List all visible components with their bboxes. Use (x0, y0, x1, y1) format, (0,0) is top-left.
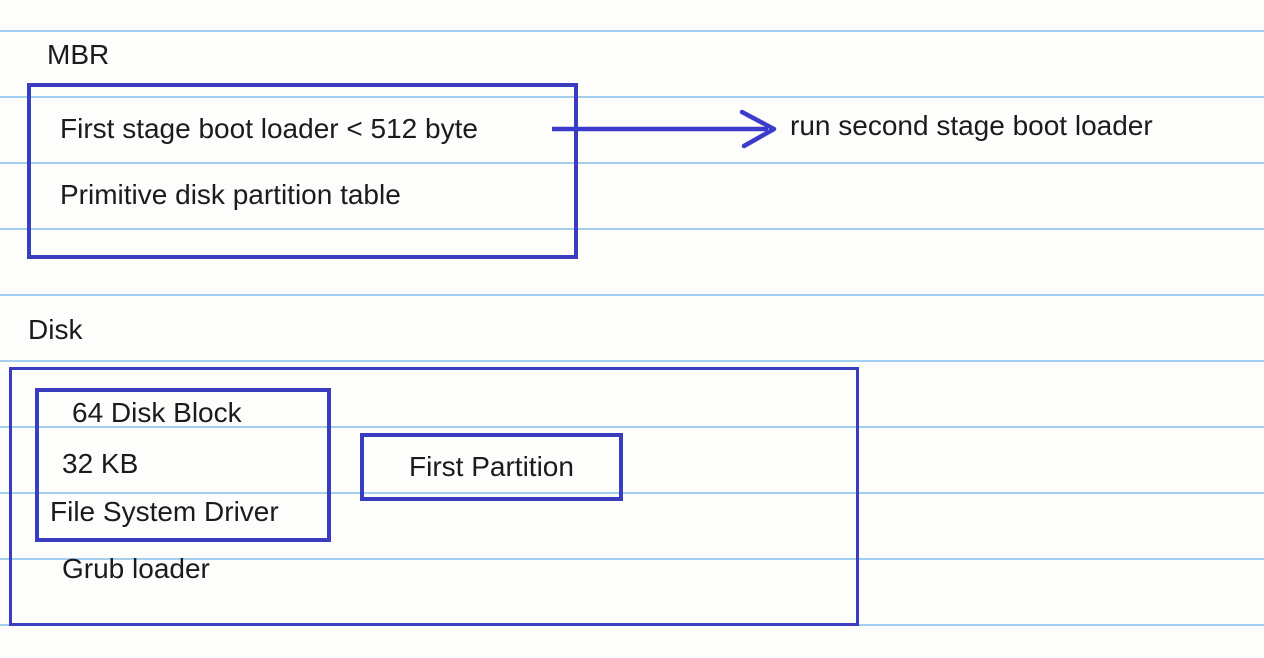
filesystem-box-line-disk-block: 64 Disk Block (72, 397, 242, 428)
mbr-box-line-first-stage: First stage boot loader < 512 byte (60, 113, 478, 144)
first-partition-label: First Partition (409, 451, 574, 482)
disk-box (9, 367, 859, 626)
disk-label: Disk (28, 314, 83, 345)
mbr-box (27, 83, 578, 259)
mbr-label: MBR (47, 39, 110, 70)
grub-loader-label: Grub loader (62, 553, 210, 584)
filesystem-box (35, 388, 331, 542)
right-arrow-icon (552, 109, 777, 149)
mbr-box-line-partition-table: Primitive disk partition table (60, 179, 401, 210)
arrow-label: run second stage boot loader (790, 110, 1153, 141)
filesystem-box-line-size: 32 KB (62, 448, 139, 479)
filesystem-box-line-driver: File System Driver (50, 496, 279, 527)
first-partition-box: First Partition (360, 433, 623, 501)
